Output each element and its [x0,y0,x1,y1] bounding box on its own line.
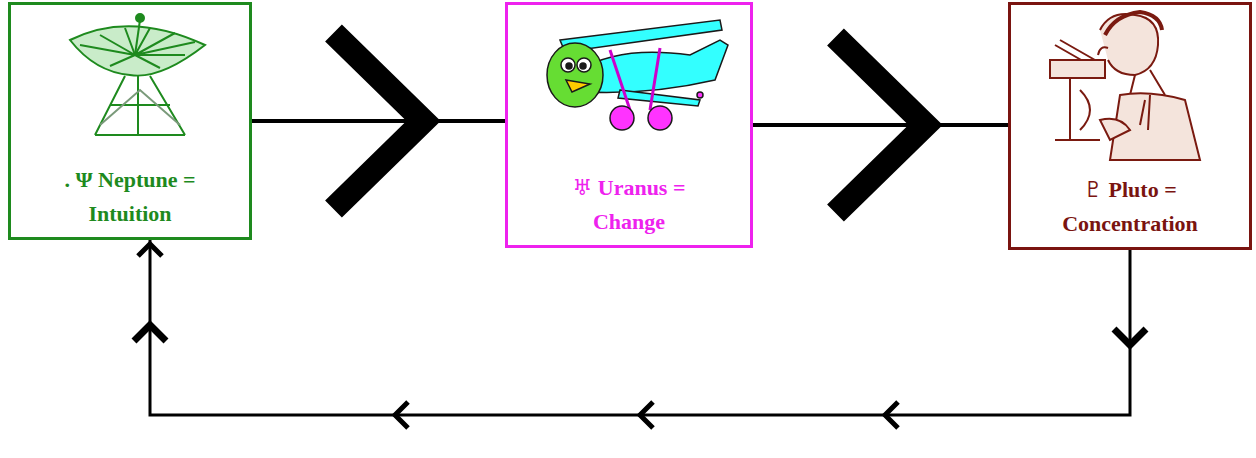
node-label: ♅ Uranus = Change [542,171,717,239]
uranus-box: ♅ Uranus = Change [505,2,753,248]
arrow-head [138,244,162,256]
flow-arrow [252,33,505,209]
chevron-arrow [334,33,424,209]
flow-arrow [134,240,1146,428]
airplane-cartoon [547,20,728,130]
connector-line [753,123,1008,127]
arrow-head [885,402,898,428]
neptune-box: . Ψ Neptune = Intuition [8,2,252,240]
return-line [150,240,1130,415]
arrow-head [640,402,653,428]
connector-line [252,119,505,123]
arrow-head [1114,329,1146,345]
flow-arrow [753,37,1008,213]
arrow-head [134,325,166,341]
node-label: . Ψ Neptune = Intuition [28,163,233,231]
arrow-head [395,402,408,428]
satellite-dish [70,14,205,135]
node-label: ♇ Pluto = Concentration [1030,173,1230,241]
chevron-arrow [836,37,926,213]
pluto-box: ♇ Pluto = Concentration [1008,2,1252,250]
scientist-microscope [1050,12,1200,160]
